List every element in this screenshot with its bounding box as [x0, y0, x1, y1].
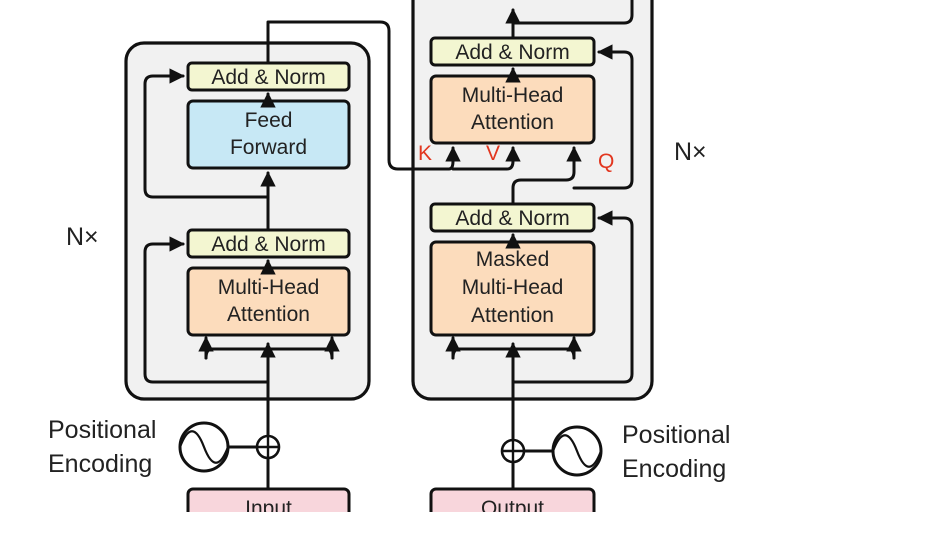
encoder-wave-icon [178, 430, 230, 464]
k-label: K [418, 142, 432, 165]
diagram-content: Add & Norm Feed Forward Add & Norm Multi… [48, 0, 730, 520]
decoder-add-norm-bottom-label: Add & Norm [455, 207, 569, 230]
v-label: V [486, 142, 500, 165]
decoder-masked-label-2: Multi-Head [462, 276, 564, 299]
decoder-wave-icon [551, 434, 603, 468]
decoder-multi-head-label-1: Multi-Head [462, 84, 564, 107]
decoder-masked-label-3: Attention [471, 304, 554, 327]
decoder-connections [445, 0, 634, 491]
encoder-positional-label-2: Encoding [48, 450, 152, 478]
encoder-add-plus [258, 437, 278, 457]
output-embedding-label: Output [481, 497, 544, 520]
decoder-add-norm-top-label: Add & Norm [455, 41, 569, 64]
encoder-connections [143, 20, 521, 491]
encoder-add-norm-top-label: Add & Norm [211, 66, 325, 89]
encoder-multi-head-label-1: Multi-Head [218, 276, 320, 299]
encoder-multi-head-label-2: Attention [227, 303, 310, 326]
encoder-add-norm-bottom-label: Add & Norm [211, 233, 325, 256]
encoder-repeat-label: N× [66, 223, 99, 251]
encoder-positional-label-1: Positional [48, 416, 156, 444]
decoder-positional-label-2: Encoding [622, 455, 726, 483]
input-embedding-label: Input [245, 497, 292, 520]
q-label: Q [598, 150, 614, 173]
decoder-positional-label-1: Positional [622, 421, 730, 449]
decoder-masked-label-1: Masked [476, 248, 550, 271]
encoder-feed-forward-label-2: Forward [230, 136, 307, 159]
decoder-repeat-label: N× [674, 138, 707, 166]
decoder-multi-head-label-2: Attention [471, 111, 554, 134]
decoder-add-plus [503, 441, 523, 461]
encoder-feed-forward-label-1: Feed [245, 109, 293, 132]
